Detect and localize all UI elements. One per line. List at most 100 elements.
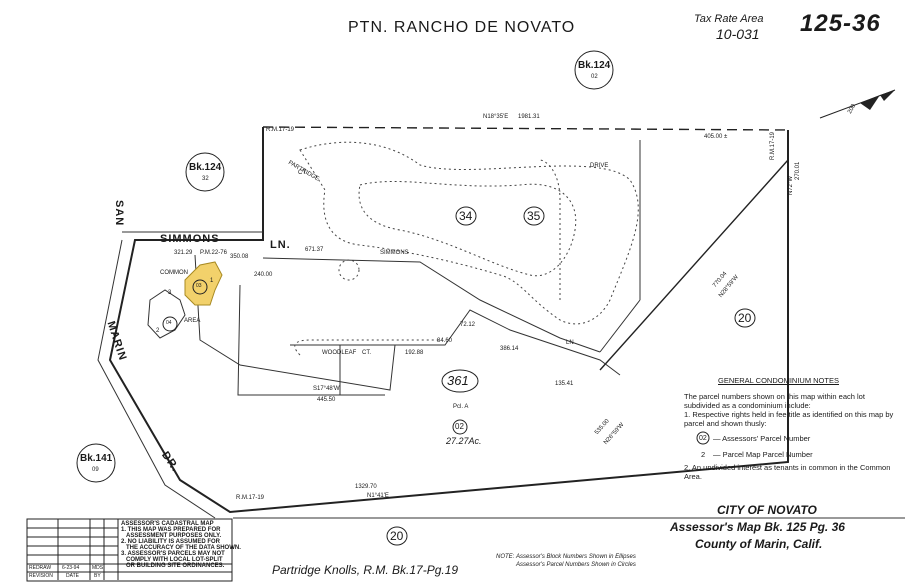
parcel-02-circle — [452, 419, 468, 435]
bk141-circle — [76, 443, 116, 483]
bk124-top-page: 02 — [591, 74, 598, 80]
redraw-by: MDS — [92, 565, 104, 571]
block-35-ellipse — [523, 206, 545, 226]
parcel-map-2: 2 — [156, 328, 160, 334]
disclaimer-7: COMPLY WITH LOCAL LOT-SPLIT — [126, 557, 223, 563]
revision-label: REVISION — [29, 573, 53, 579]
san-marin-dr-edge — [97, 239, 216, 519]
street-simmons-inner: SIMMONS — [380, 250, 409, 256]
block-20-right: 20 — [738, 311, 752, 325]
block-361: 361 — [447, 373, 469, 388]
north-bearing: N18°35'E — [483, 114, 509, 120]
notes-item-2: 2. An undivided interest as tenants in c… — [684, 463, 891, 482]
bk124-left-page: 32 — [202, 176, 209, 182]
common-label: COMMON — [160, 270, 188, 276]
partridge-dr-loop — [299, 141, 639, 325]
parcel-03-highlight — [184, 261, 223, 306]
street-simmons: SIMMONS — [160, 233, 220, 245]
disclaimer-box — [26, 518, 233, 582]
assessor-map-reference: Assessor's Map Bk. 125 Pg. 36 — [670, 520, 845, 534]
by-label: BY — [94, 573, 101, 579]
ln-dotted — [539, 159, 561, 300]
dist-240: 240.00 — [254, 272, 273, 278]
block-35: 35 — [527, 209, 541, 223]
dist-135: 135.41 — [555, 381, 574, 387]
street-woodleaf-ct: CT. — [362, 350, 371, 356]
dist-386: 386.14 — [500, 346, 519, 352]
notes-intro: The parcel numbers shown on this map wit… — [684, 392, 865, 411]
north-distance: 1981.31 — [518, 114, 540, 120]
bearing-517: S17°48'W — [313, 386, 340, 392]
disclaimer-1: ASSESSOR'S CADASTRAL MAP — [121, 521, 214, 527]
dist-192: 192.88 — [405, 350, 424, 356]
footer-note-1: Assessor's Block Numbers Shown in Ellips… — [516, 554, 636, 560]
block-34: 34 — [459, 209, 473, 223]
interior-lot-lines — [194, 254, 396, 391]
parcel-04: 04 — [166, 320, 172, 326]
rm-right: R.M.17-19 — [770, 131, 776, 160]
notes-item-1: 1. Respective rights held in fee title a… — [684, 410, 894, 429]
date-label: DATE — [66, 573, 79, 579]
pm-reference: P.M.22-76 — [200, 250, 227, 256]
east-distance: 405.00 ± — [704, 134, 728, 140]
block-34-ellipse — [455, 206, 477, 226]
rm-bottom: R.M.17-19 — [236, 495, 265, 501]
block-20-bottom: 20 — [390, 529, 404, 543]
city-name: CITY OF NOVATO — [717, 503, 817, 517]
legend-2-text: — Parcel Map Parcel Number — [713, 450, 813, 459]
north-arrow-icon — [819, 89, 896, 119]
parcel-map-3: 3 — [168, 290, 172, 296]
south-bearing: N1°41'E — [367, 493, 389, 499]
footer-note-2: Assessor's Parcel Numbers Shown in Circl… — [516, 562, 636, 568]
parcel-03-circle — [192, 279, 208, 295]
disclaimer-5: THE ACCURACY OF THE DATA SHOWN. — [126, 545, 241, 551]
east-lot-line-2 — [599, 299, 641, 353]
street-woodleaf: WOODLEAF — [322, 350, 357, 356]
north-boundary-dashed — [262, 126, 789, 131]
south-distance: 1329.70 — [355, 484, 377, 490]
block-20-bottom-ellipse — [386, 526, 408, 546]
block-361-ellipse — [441, 369, 479, 393]
disclaimer-6: 3. ASSESSOR'S PARCELS MAY NOT — [121, 551, 225, 557]
footer-note-label: NOTE: — [496, 554, 515, 560]
block-20-right-ellipse — [734, 308, 756, 328]
legend-02-circle — [696, 431, 710, 445]
bk141-book: Bk.141 — [80, 453, 113, 464]
disclaimer-2: 1. THIS MAP WAS PREPARED FOR — [121, 527, 221, 533]
interior-lot-lines-2 — [237, 284, 385, 396]
legend-2-number: 2 — [701, 450, 706, 459]
parcel-02: 02 — [455, 422, 464, 431]
redraw-date: 6-23-94 — [62, 565, 80, 571]
redraw-label: REDRAW — [29, 565, 52, 571]
street-partridge-ct: CT. — [298, 170, 307, 176]
disclaimer-8: OR BUILDING SITE ORDINANCES. — [126, 563, 225, 569]
subdivision-reference: Partridge Knolls, R.M. Bk.17-Pg.19 — [272, 563, 459, 577]
bk124-top-book: Bk.124 — [578, 60, 611, 71]
parcel-03-building — [147, 289, 186, 339]
street-san: SAN — [113, 200, 125, 227]
disclaimer-4: 2. NO LIABILITY IS ASSUMED FOR — [121, 539, 221, 545]
woodleaf-outline — [290, 309, 621, 376]
dist-72: 72.12 — [460, 322, 476, 328]
rm-top: R.M.17-19 — [266, 127, 295, 133]
map-number: 125-36 — [800, 10, 881, 37]
street-drive: DRIVE — [590, 163, 609, 169]
simmons-distance: 671.37 — [305, 247, 324, 253]
parcel-boundary — [108, 127, 789, 514]
legend-1-text: — Assessors' Parcel Number — [713, 434, 811, 443]
bk124-top-circle — [574, 50, 614, 90]
parcel-04-circle — [162, 316, 178, 332]
street-ln-small: LN — [566, 340, 574, 346]
bk124-left-circle — [185, 152, 225, 192]
map-title: PTN. RANCHO DE NOVATO — [348, 19, 576, 36]
simmons-distance-2: 350.08 — [230, 254, 249, 260]
parcel-a-label: Pcl. A — [453, 404, 469, 410]
county-name: County of Marin, Calif. — [695, 537, 823, 551]
parcel-map-1: 1 — [210, 278, 214, 284]
legend-1-number: 02 — [699, 435, 707, 442]
acreage: 27.27Ac. — [446, 436, 482, 446]
dist-84: 84.60 — [437, 338, 453, 344]
east-boundary-diagonal — [599, 159, 789, 371]
